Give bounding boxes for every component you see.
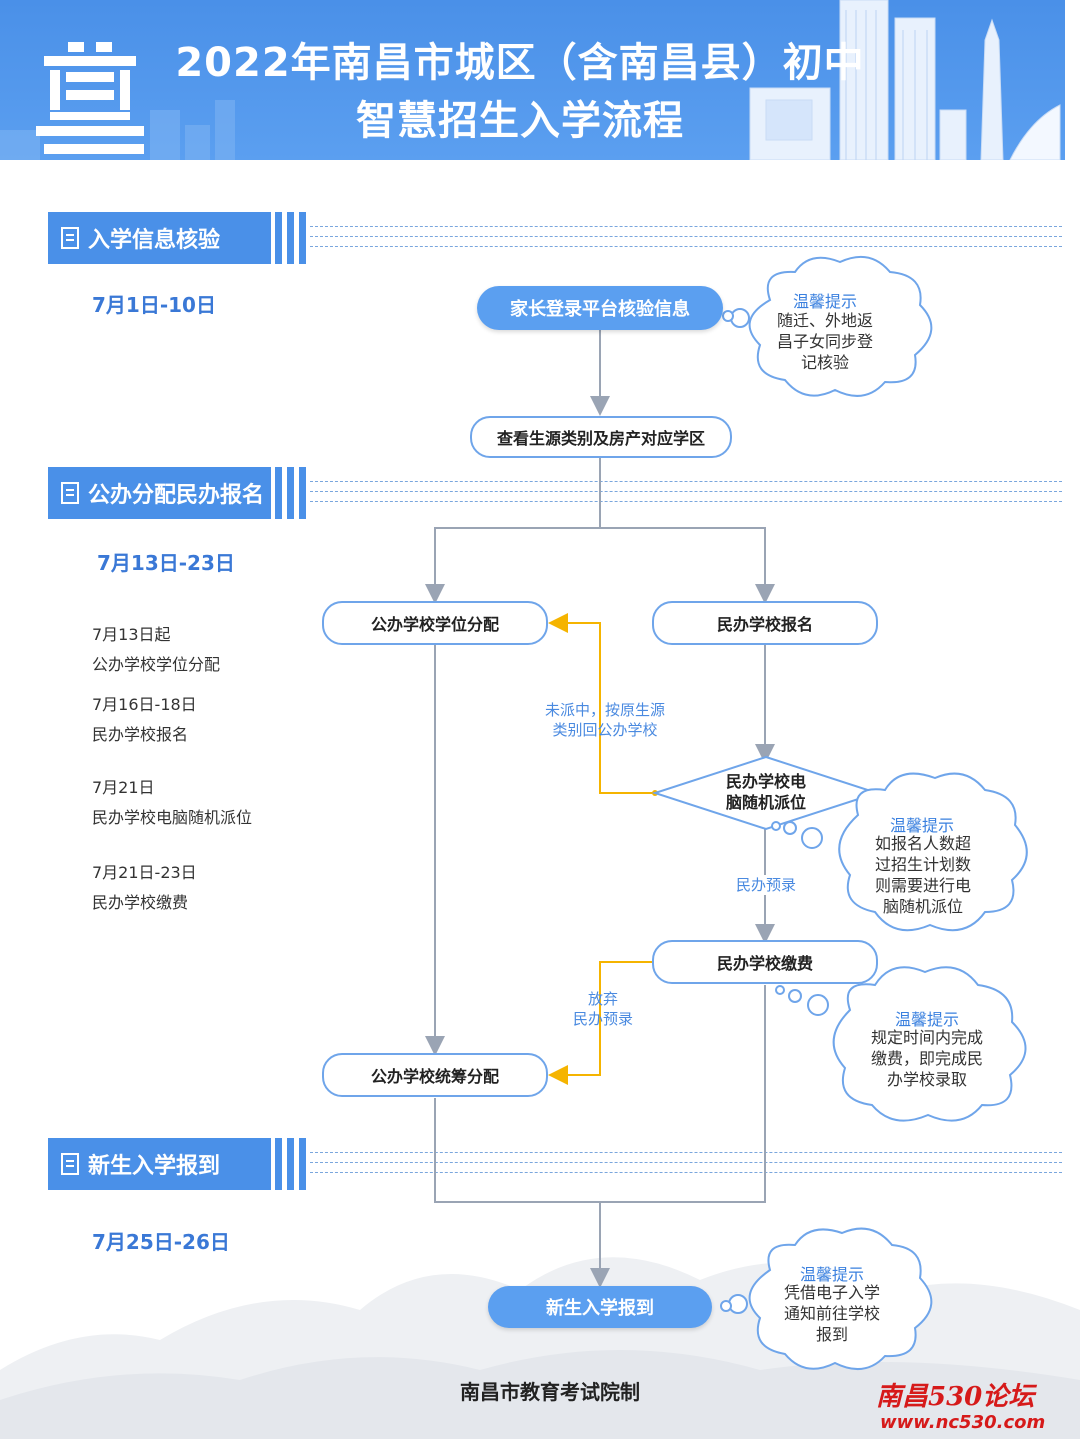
timeline-note: 7月21日 民办学校电脑随机派位 — [92, 778, 253, 827]
tip-cloud — [775, 966, 1027, 1122]
tip-cloud — [720, 1227, 933, 1371]
section-allocation-label: 公办分配民办报名 — [88, 483, 265, 508]
tip-title: 温馨提示 — [889, 816, 954, 835]
public-overall-node: 公办学校统筹分配 — [322, 1053, 548, 1097]
page-title-line1: 2022年南昌市城区（含南昌县）初中 — [175, 40, 865, 86]
document-icon — [61, 482, 79, 504]
city-skyline-icon — [0, 0, 1061, 160]
tip-body: 如报名人数超 过招生计划数 则需要进行电 脑随机派位 — [874, 834, 971, 916]
section-allocation-date: 7月13日-23日 — [97, 551, 235, 575]
tip-body: 凭借电子入学 通知前往学校 报到 — [783, 1283, 880, 1344]
section-enroll-date: 7月25日-26日 — [92, 1230, 230, 1254]
page-title-line2: 智慧招生入学流程 — [356, 98, 684, 144]
watermark-url: www.nc530.com — [880, 1412, 1046, 1433]
footer-credit: 南昌市教育考试院制 — [460, 1380, 640, 1404]
header-banner: 2022年南昌市城区（含南昌县）初中 智慧招生入学流程 — [0, 0, 1065, 160]
section-stripes — [273, 467, 309, 519]
document-icon — [61, 1153, 79, 1175]
tip-title: 温馨提示 — [792, 292, 857, 311]
tip-title: 温馨提示 — [799, 1265, 864, 1284]
tip-cloud — [722, 255, 933, 397]
enroll-node: 新生入学报到 — [488, 1286, 712, 1328]
watermark-name: 南昌530论坛 — [876, 1382, 1035, 1412]
timeline-note: 7月16日-18日 民办学校报名 — [92, 695, 197, 744]
tip-body: 规定时间内完成 缴费，即完成民 办学校录取 — [870, 1028, 983, 1089]
section-enroll: 新生入学报到 — [48, 1138, 271, 1190]
nanchang-emblem-icon — [36, 42, 144, 154]
section-verify: 入学信息核验 — [48, 212, 271, 264]
tip-body: 随迁、外地返 昌子女同步登 记核验 — [776, 311, 873, 372]
section-allocation: 公办分配民办报名 — [48, 467, 271, 519]
lottery-diamond — [651, 755, 881, 831]
timeline-note: 7月21日-23日 民办学校缴费 — [92, 863, 197, 912]
timeline-note: 7月13日起 公办学校学位分配 — [92, 625, 221, 674]
login-verify-node: 家长登录平台核验信息 — [477, 286, 723, 330]
private-apply-node: 民办学校报名 — [652, 601, 878, 645]
tip-cloud — [771, 772, 1028, 932]
section-stripes — [273, 1138, 309, 1190]
section-verify-label: 入学信息核验 — [88, 228, 221, 253]
check-zone-node: 查看生源类别及房产对应学区 — [470, 416, 732, 458]
edge-label-give-up: 放弃 民办预录 — [572, 990, 633, 1028]
lottery-node-label: 民办学校电 脑随机派位 — [725, 772, 806, 812]
section-enroll-label: 新生入学报到 — [88, 1154, 221, 1179]
private-pay-node: 民办学校缴费 — [652, 940, 878, 984]
edge-label-not-selected: 未派中，按原生源 类别回公办学校 — [544, 701, 665, 739]
document-icon — [61, 227, 79, 249]
section-verify-date: 7月1日-10日 — [92, 293, 216, 317]
tip-title: 温馨提示 — [894, 1010, 959, 1029]
edge-label-pre-admit: 民办预录 — [716, 875, 816, 895]
section-stripes — [273, 212, 309, 264]
public-alloc-node: 公办学校学位分配 — [322, 601, 548, 645]
